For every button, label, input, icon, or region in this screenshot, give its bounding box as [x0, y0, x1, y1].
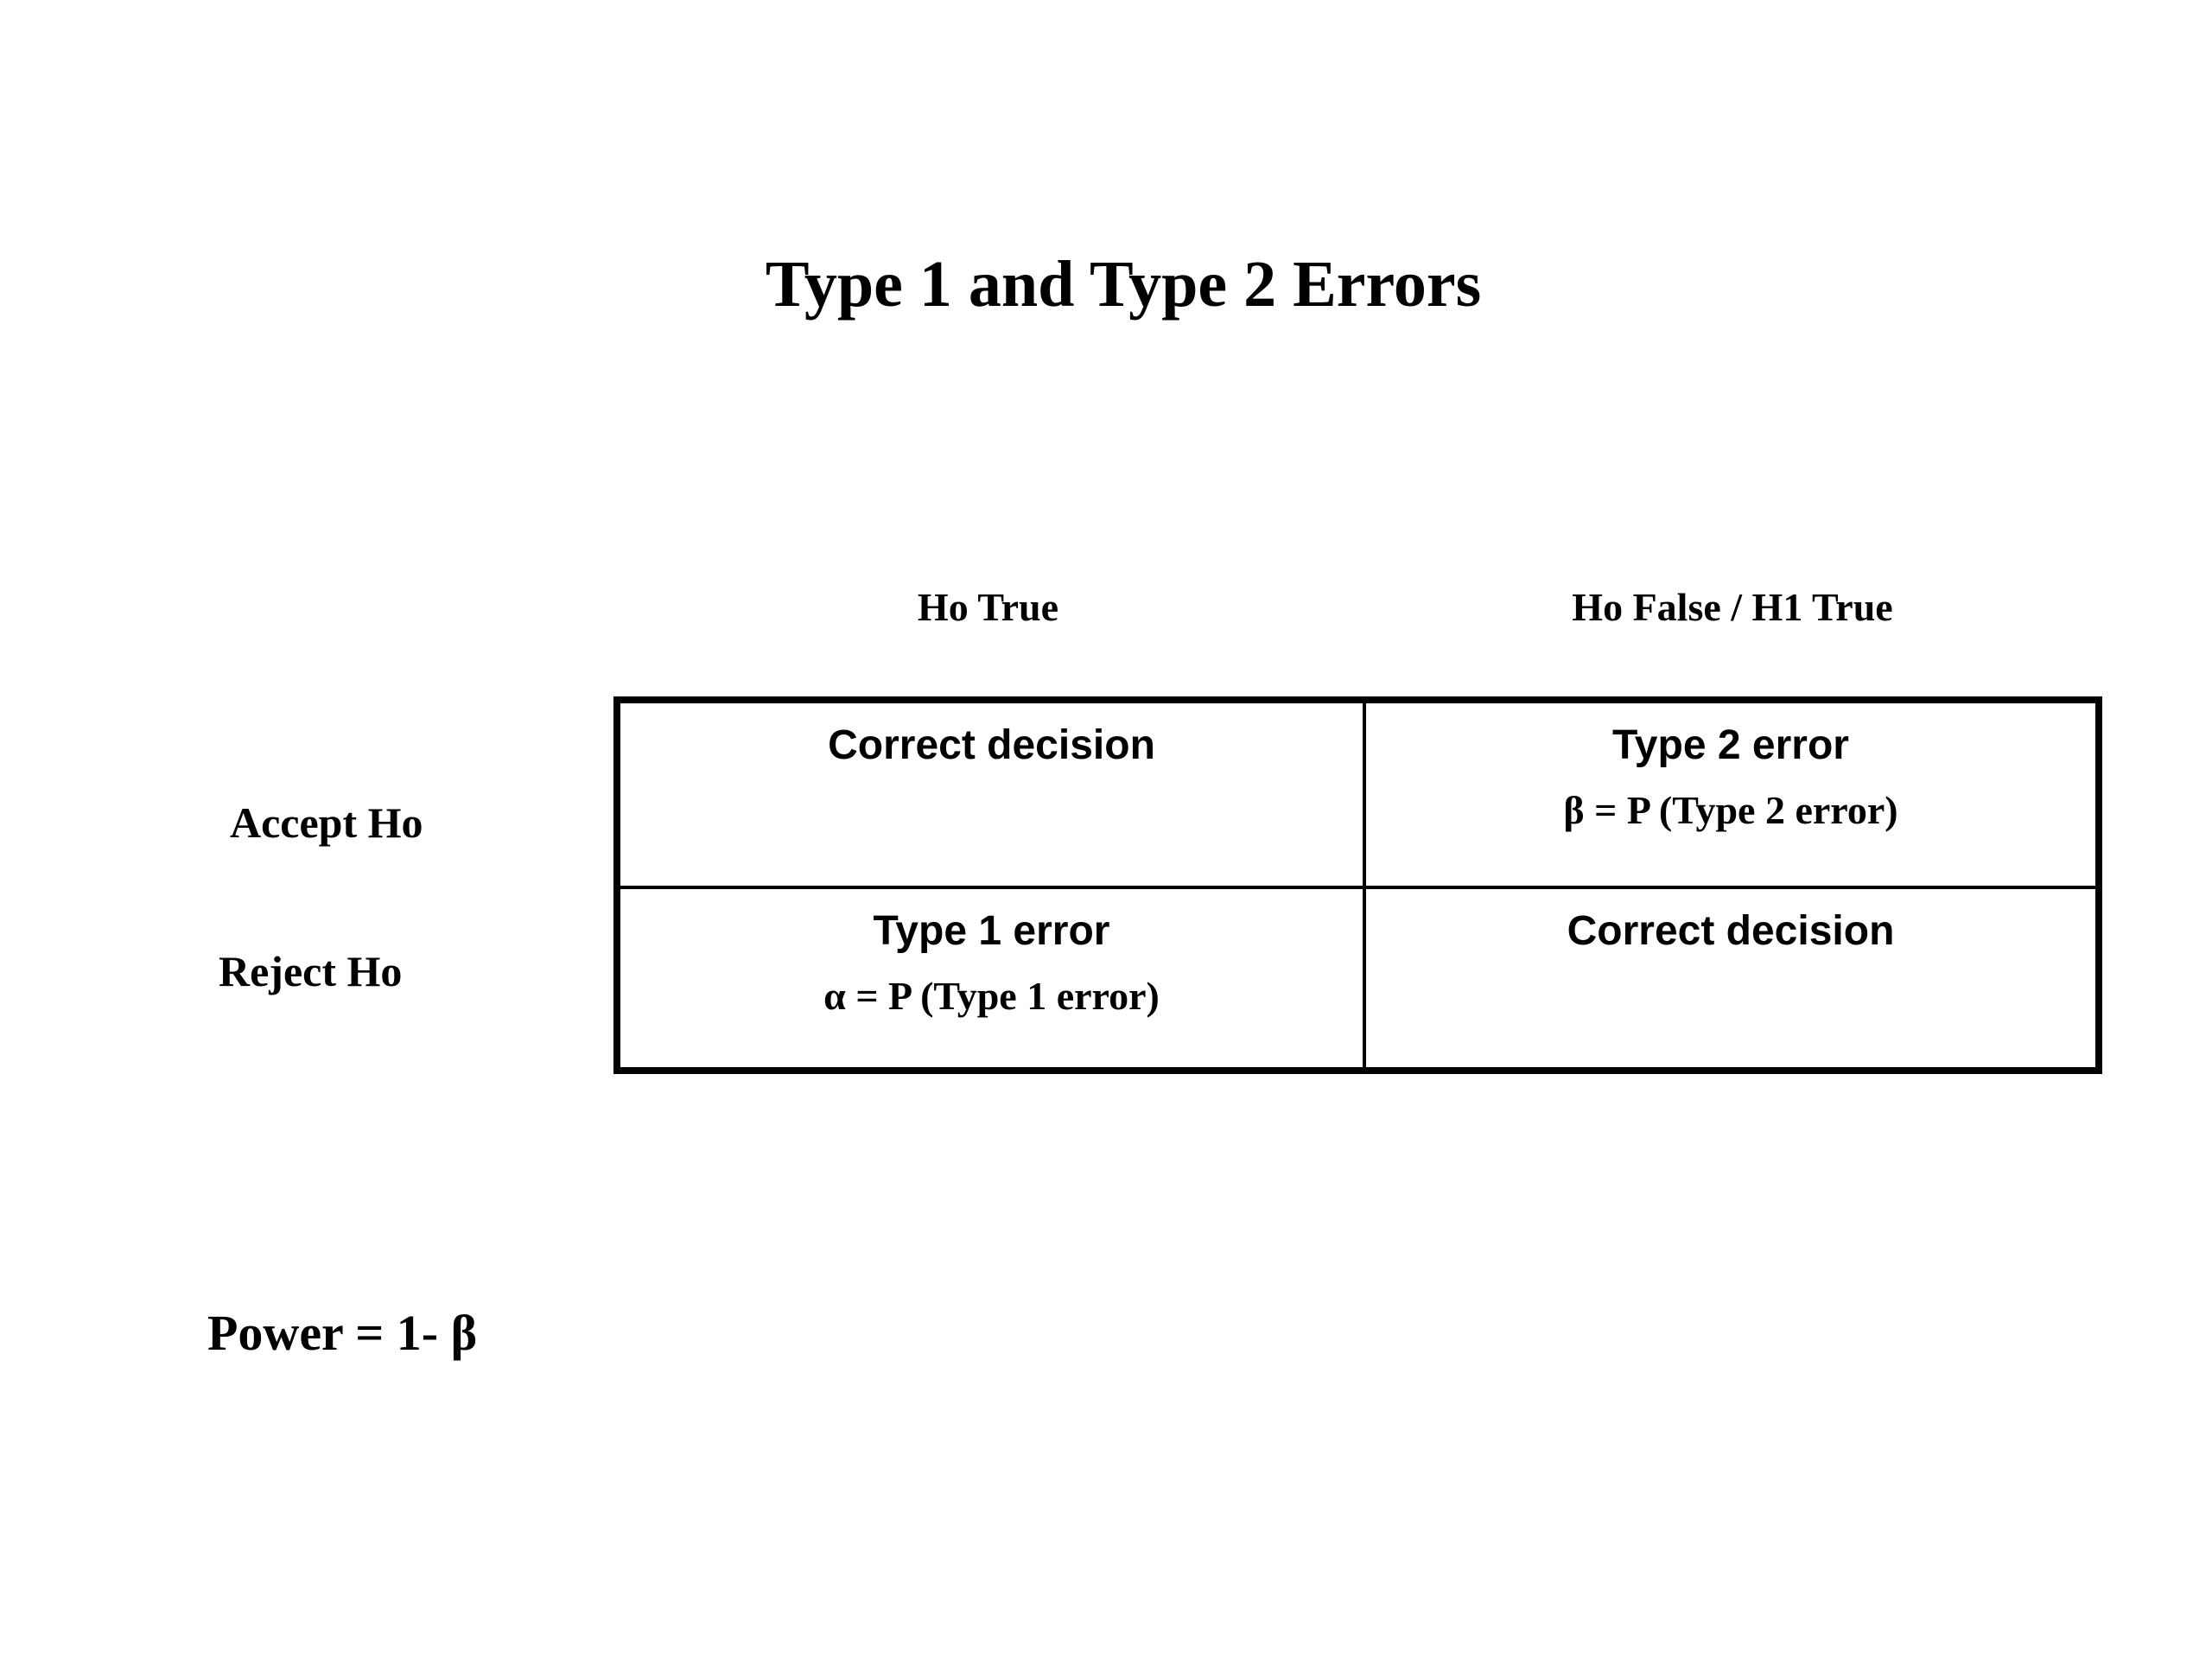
cell-decision-label: Type 2 error	[1612, 722, 1849, 768]
column-header-ho-false-h1-true: Ho False / H1 True	[1572, 585, 1893, 629]
cell-accept-ho-false: Type 2 error β = P (Type 2 error)	[1366, 703, 2095, 889]
cell-reject-ho-true: Type 1 error α = P (Type 1 error)	[620, 889, 1366, 1067]
column-header-ho-true: Ho True	[917, 585, 1059, 629]
cell-formula-label: α = P (Type 1 error)	[823, 973, 1160, 1018]
row-header-accept-ho: Accept Ho	[230, 798, 423, 847]
power-formula: Power = 1- β	[207, 1305, 478, 1361]
cell-formula-label: β = P (Type 2 error)	[1563, 787, 1898, 832]
row-header-reject-ho: Reject Ho	[219, 947, 403, 995]
slide-title: Type 1 and Type 2 Errors	[765, 248, 1482, 321]
cell-decision-label: Correct decision	[828, 722, 1155, 768]
cell-decision-label: Correct decision	[1567, 908, 1895, 954]
decision-matrix-table: Correct decision Type 2 error β = P (Typ…	[613, 696, 2102, 1074]
cell-reject-ho-false: Correct decision	[1366, 889, 2095, 1067]
cell-accept-ho-true: Correct decision	[620, 703, 1366, 889]
cell-decision-label: Type 1 error	[873, 908, 1110, 954]
